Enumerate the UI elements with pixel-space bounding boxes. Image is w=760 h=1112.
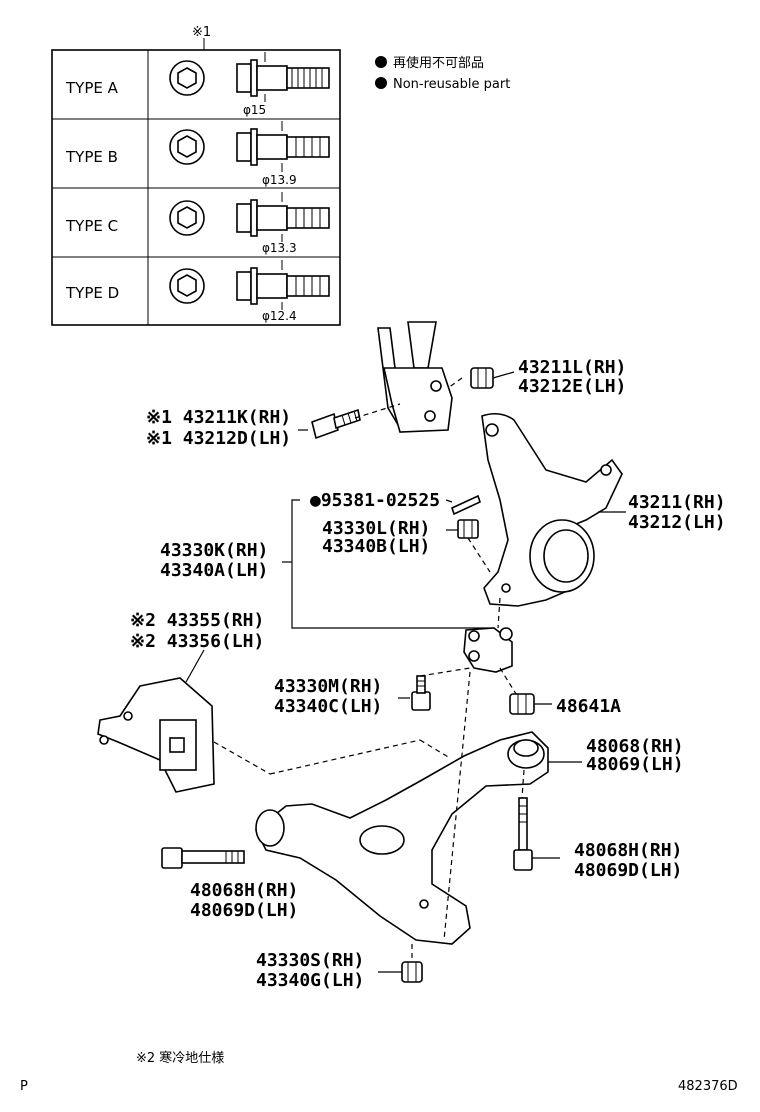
part-number-label: 48068H(RH) [190, 880, 298, 901]
legend-en: Non-reusable part [393, 77, 510, 92]
part-number-label: 48069D(LH) [190, 900, 298, 921]
cotter-pin [451, 494, 481, 516]
part-number-label: ※1 43212D(LH) [146, 428, 291, 449]
part-number-label: 43340C(LH) [274, 696, 382, 717]
part-number-label: 48069(LH) [586, 754, 684, 775]
part-number-label: 48068(RH) [586, 736, 684, 757]
part-number-label: 43330K(RH) [160, 540, 268, 561]
lower-arm-retainer-bracket [97, 677, 215, 793]
part-number-label: 43330L(RH) [322, 518, 430, 539]
footer: ※2 寒冷地仕様 P 482376D [20, 1050, 738, 1094]
figure-id: 482376D [678, 1079, 738, 1094]
type-label: TYPE D [65, 284, 119, 302]
cam-bolt-43211k [311, 408, 361, 440]
castle-nut-43330l [457, 519, 479, 539]
flange-bolt-side-view-icon [236, 52, 330, 102]
leader-lines [185, 429, 626, 763]
part-number-label: ●95381-02525 [310, 490, 440, 511]
type-label: TYPE A [65, 79, 119, 97]
part-number-label: ※1 43211K(RH) [146, 407, 291, 428]
bolt-48068h-left [161, 847, 245, 869]
part-number-label: ※2 43355(RH) [130, 610, 264, 631]
strut-lower-part [377, 321, 453, 433]
part-number-label: 43211L(RH) [518, 357, 626, 378]
type-label: TYPE C [65, 217, 118, 235]
part-number-label: 48069D(LH) [574, 860, 682, 881]
table-row-type-b: TYPE B φ13.9 [65, 121, 330, 187]
legend: 再使用不可部品 Non-reusable part [375, 55, 510, 92]
part-number-label: 43340A(LH) [160, 560, 268, 581]
type-label: TYPE B [65, 148, 118, 166]
bolt-48068h-right [513, 797, 533, 871]
diameter-label: φ13.9 [262, 173, 297, 187]
diameter-label: φ13.3 [262, 241, 297, 255]
cam-nut-43211l [470, 367, 494, 389]
part-number-label: 43212E(LH) [518, 376, 626, 397]
table-row-type-c: TYPE C φ13.3 [65, 192, 330, 255]
bolt-head-end-view-icon [169, 200, 205, 236]
bolt-head-end-view-icon [169, 60, 205, 96]
table-row-type-a: TYPE A φ15 [65, 52, 330, 117]
part-number-label: 43330S(RH) [256, 950, 364, 971]
part-number-label: 43340G(LH) [256, 970, 364, 991]
part-number-label: ※2 43356(LH) [130, 631, 264, 652]
bolt-type-table: ※1 TYPE A φ15 TYPE B [51, 25, 341, 326]
flange-bolt-side-view-icon [236, 192, 330, 242]
part-number-label: 43340B(LH) [322, 536, 430, 557]
flange-bolt-side-view-icon [236, 121, 330, 172]
flange-bolt-side-view-icon [236, 260, 330, 310]
part-number-label: 43212(LH) [628, 512, 726, 533]
diameter-label: φ12.4 [262, 309, 297, 323]
part-number-label: 43211(RH) [628, 492, 726, 513]
non-reusable-bullet-icon [375, 77, 387, 89]
table-row-type-d: TYPE D φ12.4 [65, 260, 330, 323]
non-reusable-bullet-icon [375, 56, 387, 68]
assembly-dashed-lines [213, 377, 525, 962]
part-number-label: 48641A [556, 696, 621, 717]
corner-mark: P [20, 1079, 28, 1094]
callout-labels: 43211L(RH) 43212E(LH) ※1 43211K(RH) ※1 4… [130, 357, 726, 991]
part-number-label: 48068H(RH) [574, 840, 682, 861]
legend-jp: 再使用不可部品 [393, 55, 484, 71]
table-note-1: ※1 [192, 25, 211, 40]
bolt-43330m [411, 675, 431, 711]
ball-joint [463, 627, 513, 673]
diameter-label: φ15 [243, 103, 266, 117]
nut-43330s [401, 961, 423, 983]
footnote-cold-climate: ※2 寒冷地仕様 [136, 1050, 224, 1066]
lower-suspension-arm [254, 731, 549, 945]
part-number-label: 43330M(RH) [274, 676, 382, 697]
nut-48641a [509, 693, 535, 715]
bolt-head-end-view-icon [169, 268, 205, 304]
steering-knuckle [481, 412, 623, 607]
bolt-head-end-view-icon [169, 129, 205, 165]
